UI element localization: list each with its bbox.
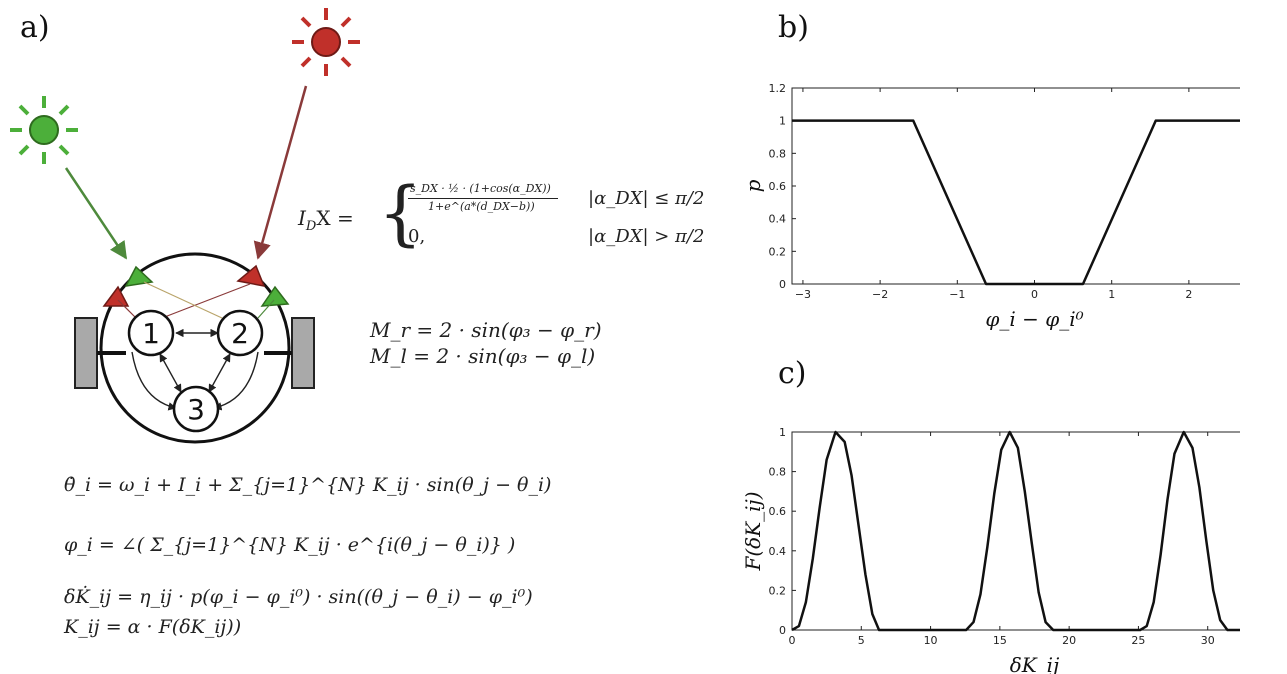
connection-greenR-to-2 [257, 299, 275, 319]
oscillator-1: 1 [127, 309, 175, 357]
robot-diagram: 1 2 3 [10, 8, 360, 444]
y-tick-label: 0.4 [769, 545, 787, 558]
x-tick-label: 10 [924, 634, 938, 647]
x-tick-label: 0 [789, 634, 796, 647]
x-axis-label: δK_ij [1010, 653, 1060, 674]
equation-idx-case2-cond: |α_DX| > π/2 [588, 226, 705, 247]
red-light-icon [292, 8, 360, 76]
series-line [792, 119, 1240, 286]
plot-frame [791, 87, 1240, 285]
equation-idx-lhs-tail: X = [316, 206, 354, 230]
x-tick-label: −1 [949, 288, 965, 301]
equation-idx: IDX = { s_DX · ½ · (1+cos(α_DX)) 1+e^(a*… [298, 172, 705, 254]
oscillator-2-label: 2 [231, 317, 249, 350]
connection-green-to-2 [143, 281, 223, 319]
equation-ml: M_l = 2 · sin(φ₃ − φ_l) [370, 344, 596, 368]
equation-idx-case2: 0, [408, 226, 426, 247]
coupling-2-3-outer [213, 351, 259, 411]
x-tick-label: −2 [872, 288, 888, 301]
connection-redL-to-1 [117, 299, 137, 319]
y-tick-label: 1 [779, 426, 786, 439]
x-tick-label: 0 [1031, 288, 1038, 301]
y-axis-label: F(δK_ij) [741, 491, 765, 571]
series-line [791, 430, 1240, 632]
equation-phi: φ_i = ∠( Σ_{j=1}^{N} K_ij · e^{i(θ_j − θ… [64, 534, 516, 556]
oscillator-2: 2 [216, 309, 264, 357]
oscillator-3-label: 3 [187, 393, 205, 426]
y-tick-label: 0.8 [769, 147, 787, 160]
equation-idx-case1-cond: |α_DX| ≤ π/2 [588, 188, 705, 209]
x-tick-label: 25 [1131, 634, 1145, 647]
right-wheel [291, 317, 315, 389]
panel-label-a: a) [20, 10, 50, 45]
equation-mr: M_r = 2 · sin(φ₃ − φ_r) [370, 318, 602, 342]
y-axis-label: p [741, 179, 765, 192]
equation-idx-lhs-sub: D [305, 219, 317, 234]
y-tick-label: 0.6 [769, 505, 787, 518]
chart-c: 0510152025303500.20.40.60.81δK_ijF(δK_ij… [741, 426, 1240, 674]
x-axis-label: φ_i − φ_i⁰ [985, 307, 1083, 331]
y-tick-label: 0 [779, 278, 786, 291]
y-tick-label: 0.2 [769, 245, 787, 258]
left-wheel [74, 317, 98, 389]
panel-label-c: c) [778, 356, 807, 391]
equation-idx-lhs: I [298, 206, 306, 230]
y-tick-label: 1 [779, 115, 786, 128]
oscillator-1-label: 1 [142, 317, 160, 350]
y-tick-label: 0 [779, 624, 786, 637]
green-light-icon [10, 96, 78, 164]
x-tick-label: 1 [1108, 288, 1115, 301]
x-tick-label: 20 [1062, 634, 1076, 647]
red-sensor-left [102, 285, 130, 307]
connection-red-to-1 [161, 283, 251, 319]
chart-b: −3−2−1012300.20.40.60.811.2φ_i − φ_i⁰p [741, 82, 1240, 331]
x-tick-label: 2 [1185, 288, 1192, 301]
x-tick-label: 5 [858, 634, 865, 647]
equation-k: K_ij = α · F(δK_ij)) [64, 616, 242, 638]
red-sensor-right [236, 264, 266, 287]
y-tick-label: 0.4 [769, 213, 787, 226]
x-tick-label: 15 [993, 634, 1007, 647]
panel-label-b: b) [778, 10, 809, 45]
green-light-ray [64, 167, 128, 260]
y-tick-label: 0.8 [769, 466, 787, 479]
y-tick-label: 0.6 [769, 180, 787, 193]
coupling-1-3 [159, 353, 182, 393]
equation-idx-case1-num: s_DX · ½ · (1+cos(α_DX)) [410, 182, 551, 195]
equation-idx-case1-den: 1+e^(a*(d_DX−b)) [428, 200, 535, 213]
equation-theta-dot: θ̇_i = ω_i + I_i + Σ_{j=1}^{N} K_ij · si… [64, 474, 552, 496]
green-sensor-right [260, 285, 290, 307]
x-tick-label: −3 [795, 288, 811, 301]
plot-frame [791, 431, 1240, 631]
green-sensor-left [124, 265, 154, 287]
coupling-2-3 [208, 353, 231, 393]
red-light-ray [253, 85, 308, 260]
y-tick-label: 1.2 [769, 82, 787, 95]
equation-dk-dot: δK̇_ij = η_ij · p(φ_i − φ_i⁰) · sin((θ_j… [64, 586, 533, 608]
robot-body [99, 252, 291, 444]
x-tick-label: 30 [1201, 634, 1215, 647]
oscillator-3: 3 [172, 385, 220, 433]
y-tick-label: 0.2 [769, 584, 787, 597]
coupling-1-3-outer [131, 351, 177, 411]
